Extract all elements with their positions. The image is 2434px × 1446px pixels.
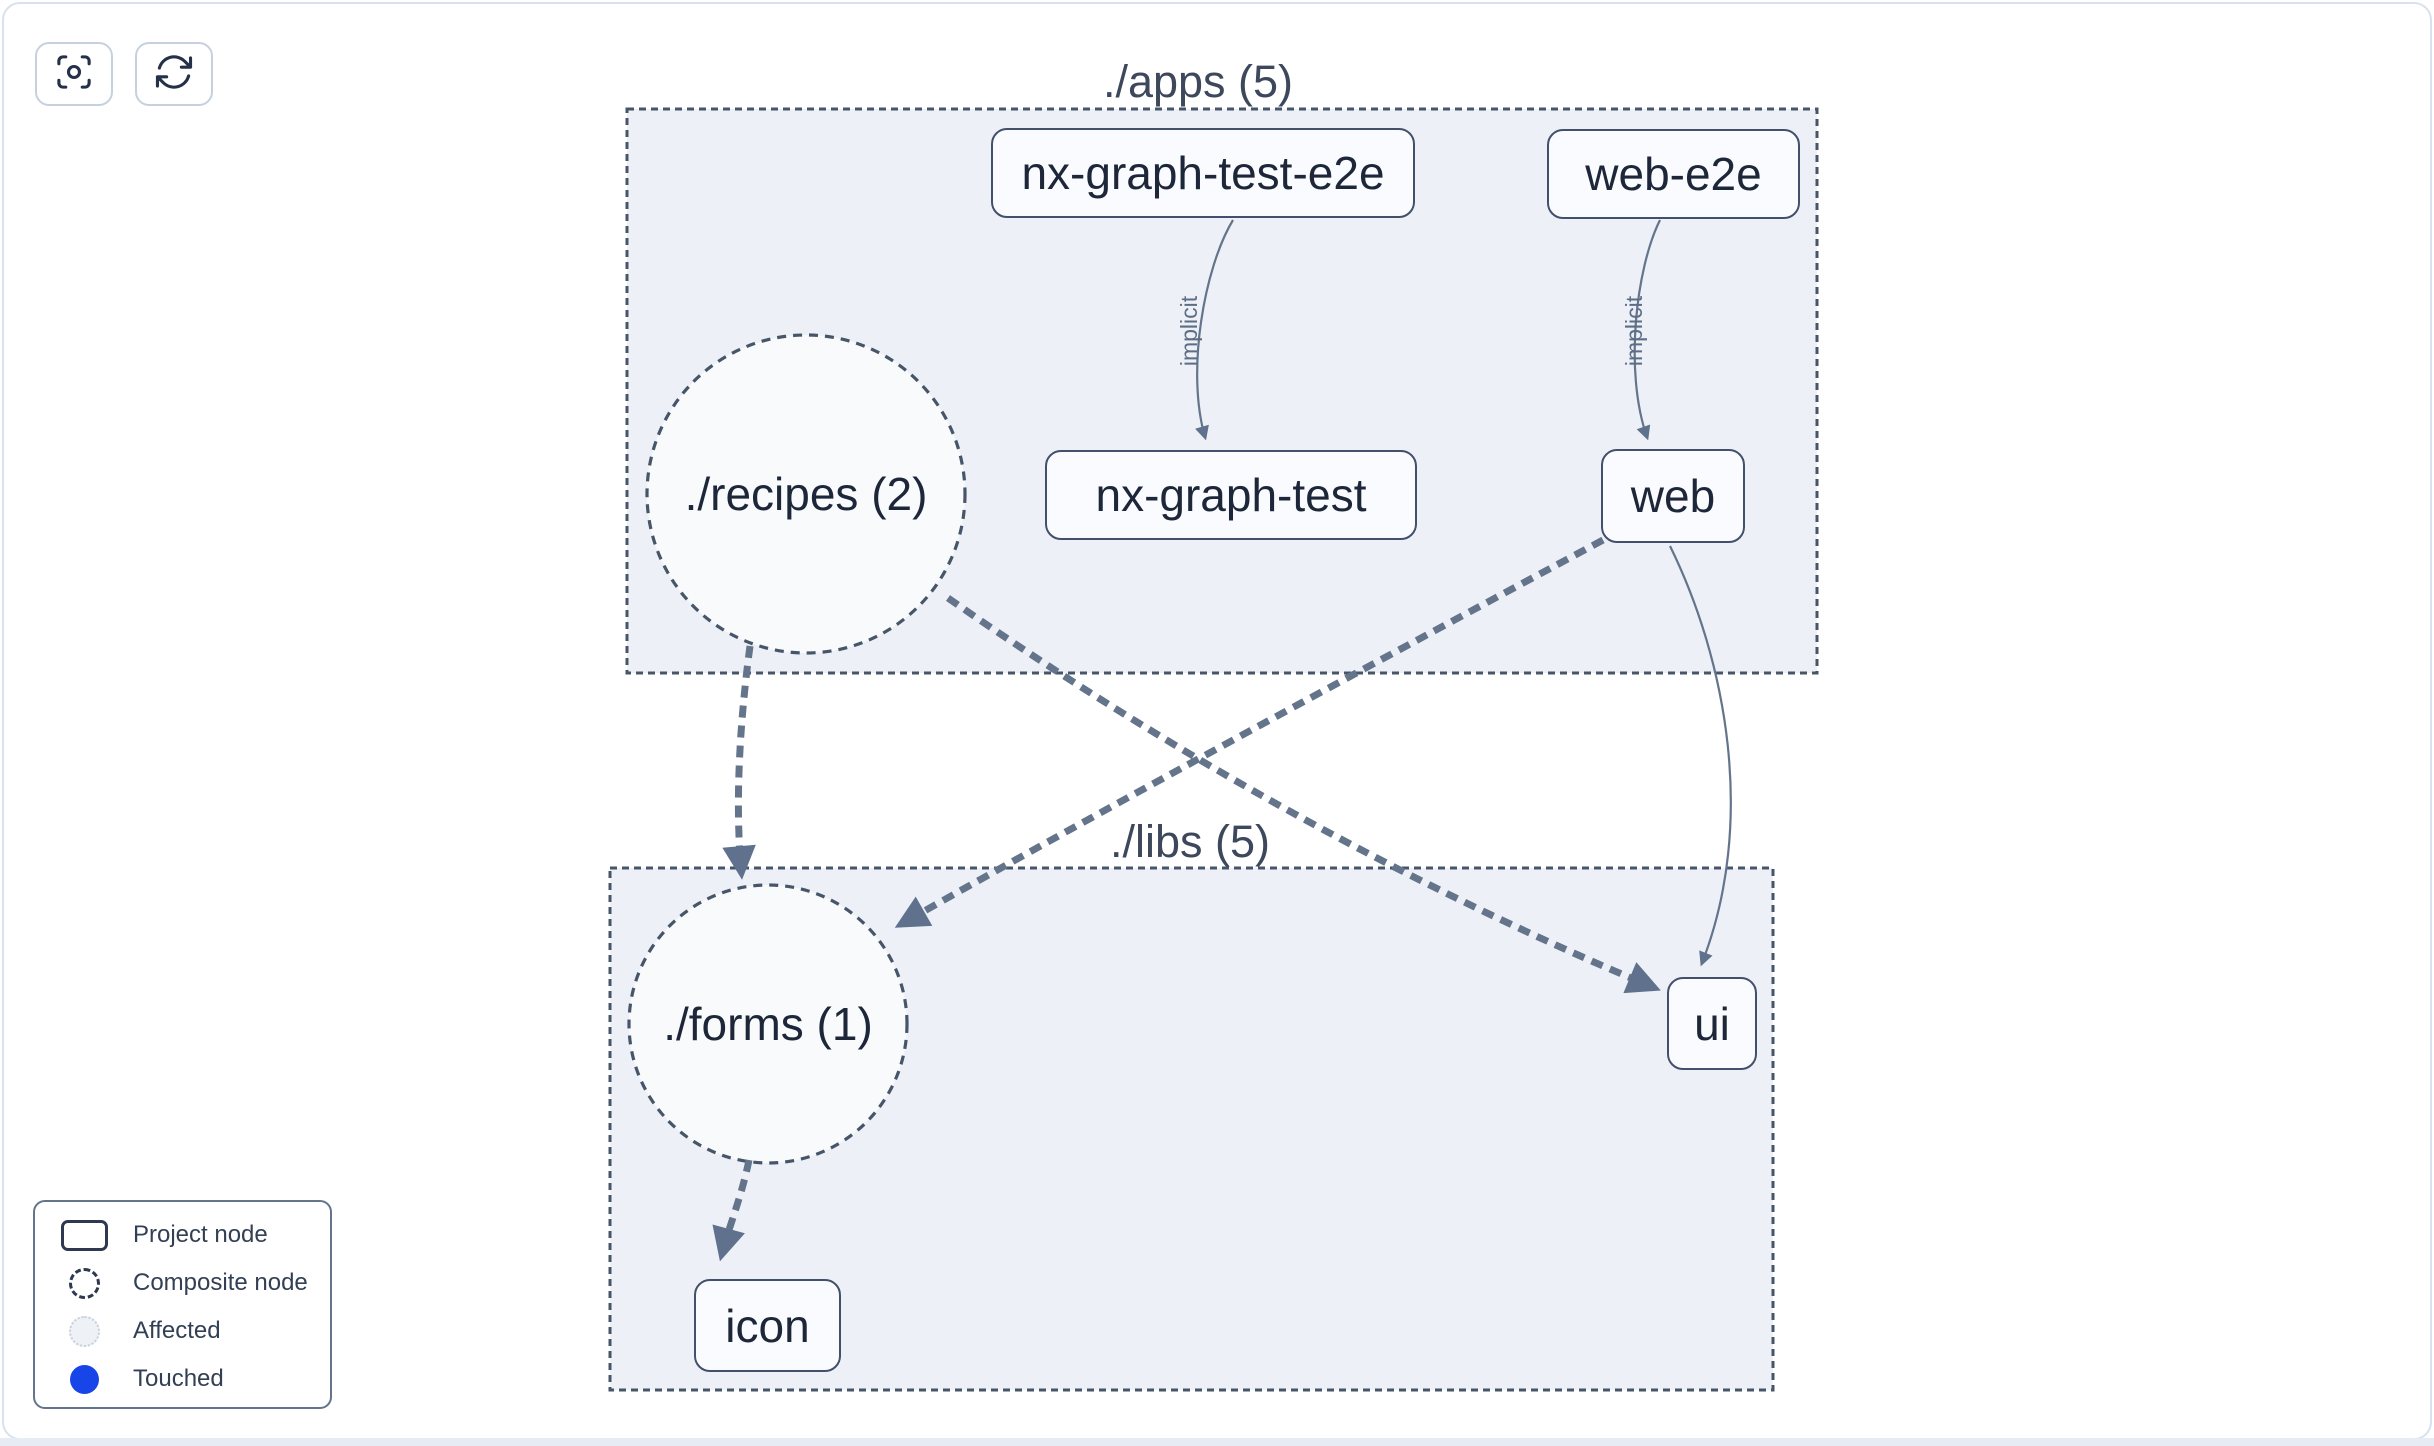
composite-node-forms-circle[interactable] [627,883,909,1165]
edge-nx-graph-test-e2e-to-nx-graph-test [1195,219,1234,441]
project-node-web[interactable]: web [1601,449,1745,543]
legend-item-project-node: Project node [35,1211,330,1259]
project-node-label: nx-graph-test [1095,469,1367,521]
legend-item-affected: Affected [35,1307,330,1355]
project-node-label: web-e2e [1585,148,1762,200]
refresh-graph-button[interactable] [135,42,213,106]
focus-graph-button[interactable] [35,42,113,106]
project-node-nx-graph-test[interactable]: nx-graph-test [1045,450,1417,540]
project-node-label: web [1630,470,1716,522]
edge-forms-to-icon [712,1159,753,1262]
touched-swatch [69,1364,99,1394]
legend-label: Composite node [133,1269,308,1296]
legend-label: Affected [133,1317,221,1344]
project-node-swatch [60,1219,108,1251]
project-node-label: icon [725,1299,810,1352]
project-node-icon[interactable]: icon [694,1279,841,1372]
group-title-apps[interactable]: ./apps (5) [1102,56,1294,107]
edge-web-to-ui [1669,545,1732,967]
refresh-icon [152,50,196,99]
project-node-web-e2e[interactable]: web-e2e [1547,129,1800,219]
edge-recipes-to-ui [945,595,1661,994]
edge-web-e2e-to-web [1633,219,1661,441]
affected-swatch [68,1315,100,1347]
edge-label-implicit-2: implicit [1620,295,1647,367]
project-node-nx-graph-test-e2e[interactable]: nx-graph-test-e2e [991,128,1415,218]
legend-item-composite-node: Composite node [35,1259,330,1307]
group-title-libs[interactable]: ./libs (5) [1109,816,1271,867]
legend-label: Project node [133,1221,268,1248]
legend-label: Touched [133,1365,224,1392]
project-node-label: ui [1694,997,1730,1050]
composite-node-swatch [68,1267,100,1299]
legend-item-touched: Touched [35,1355,330,1403]
legend-panel: Project node Composite node Affected Tou… [33,1200,332,1409]
composite-node-recipes-circle[interactable] [645,333,967,655]
edge-label-implicit-1: implicit [1175,295,1202,367]
edge-recipes-to-forms [722,645,756,880]
bottom-edge-strip [0,1438,2434,1446]
edge-web-to-forms [894,536,1605,928]
project-node-label: nx-graph-test-e2e [1021,147,1385,199]
viewfinder-focus-icon [52,50,96,99]
project-node-ui[interactable]: ui [1667,977,1757,1070]
